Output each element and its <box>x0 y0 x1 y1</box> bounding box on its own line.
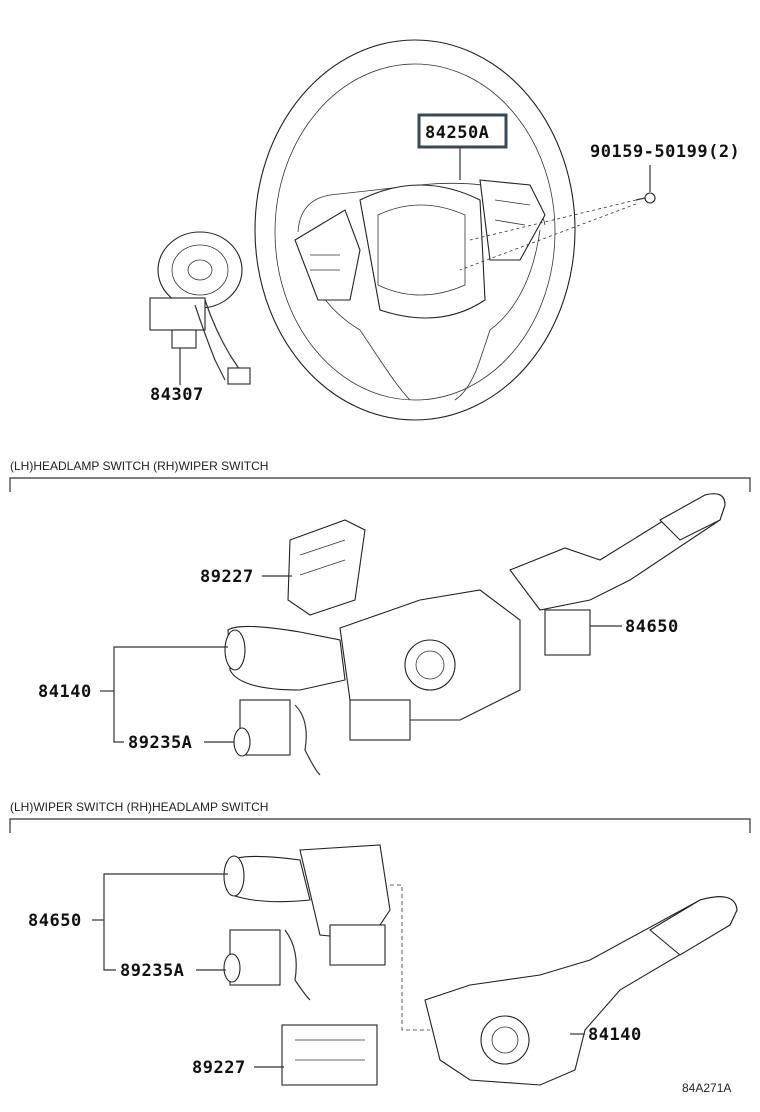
screw-part[interactable] <box>635 192 656 204</box>
highlight-box <box>417 113 508 149</box>
headlamp-switch-lower[interactable] <box>424 896 738 1086</box>
clip-part[interactable] <box>287 519 366 616</box>
wiper-switch-upper[interactable] <box>509 493 726 656</box>
bracket-lower <box>103 873 228 971</box>
section-title-upper: (LH)HEADLAMP SWITCH (RH)WIPER SWITCH <box>10 459 268 473</box>
label-wiper-switch-lower[interactable]: 84650 <box>28 911 82 931</box>
clip-part-lower[interactable] <box>281 1024 378 1086</box>
label-spiral-cable[interactable]: 84307 <box>150 385 204 405</box>
section-bracket-lower <box>9 818 751 833</box>
screw-guide-line-b <box>459 203 637 271</box>
label-wiper-switch-upper[interactable]: 84650 <box>625 617 679 637</box>
label-clip[interactable]: 89227 <box>200 567 254 587</box>
label-connector-upper[interactable]: 89235A <box>128 733 192 753</box>
label-clip-lower[interactable]: 89227 <box>192 1058 246 1078</box>
label-screw[interactable]: 90159-50199(2) <box>590 142 740 162</box>
spiral-cable[interactable] <box>149 231 251 385</box>
label-headlamp-switch-lower[interactable]: 84140 <box>588 1025 642 1045</box>
connector-part-upper[interactable] <box>233 699 321 776</box>
steering-wheel[interactable] <box>254 39 576 421</box>
wiper-switch-lower[interactable] <box>223 844 391 966</box>
label-connector-lower[interactable]: 89235A <box>120 961 184 981</box>
screw-guide-line-a <box>469 199 637 241</box>
diagram-code: 84A271A <box>682 1081 731 1095</box>
combination-switch-upper[interactable] <box>224 589 521 741</box>
bracket-upper <box>113 646 228 743</box>
connector-part-lower[interactable] <box>223 929 311 1001</box>
section-title-lower: (LH)WIPER SWITCH (RH)HEADLAMP SWITCH <box>10 800 268 814</box>
label-airbag[interactable]: 84250A <box>425 123 489 143</box>
label-headlamp-switch-upper[interactable]: 84140 <box>38 682 92 702</box>
dashed-connection <box>390 884 430 1031</box>
section-bracket-upper <box>9 477 751 492</box>
